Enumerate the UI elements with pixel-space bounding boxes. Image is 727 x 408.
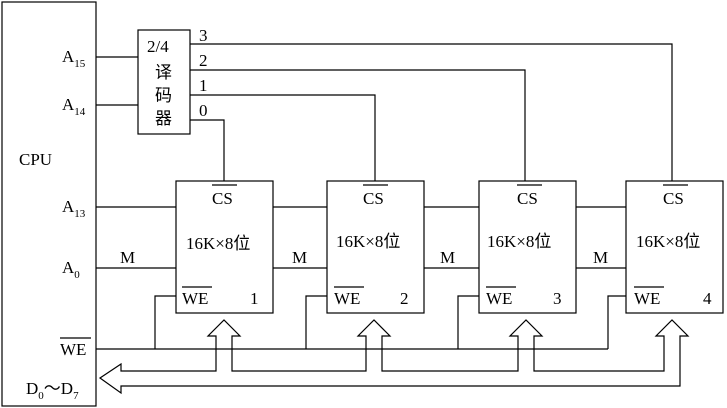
bus-m-label-3: M [440,248,455,267]
we-bus [96,295,626,350]
decoder-char-2: 码 [155,86,172,105]
decoder-output-0-label: 0 [199,101,208,120]
chip-capacity-label: 16K×8位 [636,232,700,251]
decoder-box [137,29,191,135]
decoder-char-1: 译 [155,63,172,82]
chip-capacity-label: 16K×8位 [336,232,400,251]
a13-label: A13 [62,197,86,220]
decoder-output-1-line [190,94,376,181]
chip-index-label: 4 [703,289,712,308]
chip-we-label: WE [182,289,208,308]
cpu-we-label: WE [60,340,86,359]
chip-capacity-label: 16K×8位 [186,234,250,253]
bus-m-label-4: M [593,248,608,267]
a14-label: A14 [62,95,86,118]
memory-chip-4-box [625,180,724,314]
chip-cs-label: CS [663,189,684,208]
chip-cs-label: CS [363,189,384,208]
bus-m-label-1: M [120,248,135,267]
data-bus-label: D0～D7 [26,379,79,402]
decoder-type-label: 2/4 [147,37,169,56]
chip-we-label: WE [334,289,360,308]
chip-capacity-label: 16K×8位 [487,232,551,251]
decoder-output-1-label: 1 [199,76,208,95]
chip-index-label: 2 [400,289,409,308]
decoder-output-3-line [190,43,673,181]
memory-chip-1: CS 16K×8位 WE 1 [182,184,259,308]
memory-chip-2: CS 16K×8位 WE 2 [334,184,409,308]
bus-m-label-2: M [292,248,307,267]
chip-index-label: 1 [250,289,259,308]
chip-we-label: WE [634,289,660,308]
chip-index-label: 3 [553,289,562,308]
decoder-char-3: 器 [155,109,172,128]
chip-cs-label: CS [517,189,538,208]
a0-label: A0 [62,258,80,281]
chip-cs-label: CS [212,189,233,208]
memory-chip-4: CS 16K×8位 WE 4 [634,184,712,308]
decoder-output-2-label: 2 [199,51,208,70]
decoder-output-3-label: 3 [199,26,208,45]
memory-chip-3: CS 16K×8位 WE 3 [486,184,562,308]
memory-chip-3-box [478,180,577,314]
decoder-output-2-line [190,69,526,181]
a15-label: A15 [62,47,86,70]
chip-we-label: WE [486,289,512,308]
decoder-output-0-line [190,119,225,181]
cpu-box [1,1,97,407]
cpu-label: CPU [19,150,52,169]
data-bus-arrow [98,319,690,395]
